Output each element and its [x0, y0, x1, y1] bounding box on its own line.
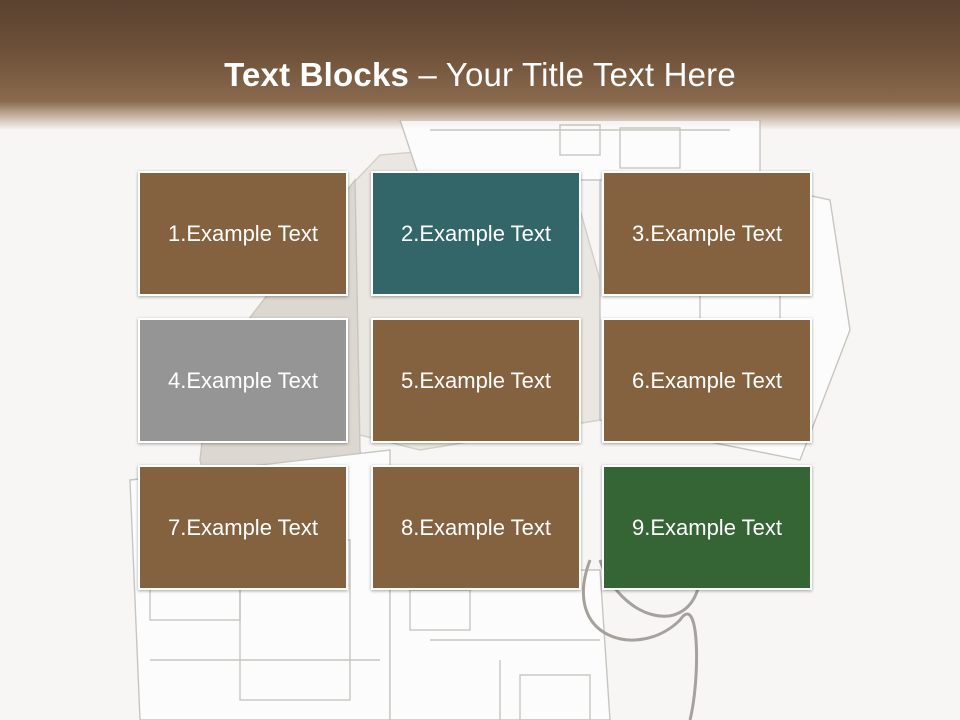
title-rest: Your Title Text Here — [445, 56, 736, 93]
text-block-label: 5.Example Text — [400, 367, 551, 393]
text-block-8[interactable]: 8.Example Text — [371, 465, 581, 590]
title-bold: Text Blocks — [224, 56, 410, 93]
text-block-9[interactable]: 9.Example Text — [602, 465, 812, 590]
text-block-label: 3.Example Text — [631, 220, 782, 246]
text-block-3[interactable]: 3.Example Text — [602, 171, 812, 296]
title-bar — [0, 0, 960, 130]
slide-title[interactable]: Text Blocks – Your Title Text Here — [0, 56, 960, 94]
text-block-5[interactable]: 5.Example Text — [371, 318, 581, 443]
text-block-grid: 1.Example Text 2.Example Text 3.Example … — [138, 171, 814, 594]
text-block-label: 7.Example Text — [167, 514, 318, 540]
text-block-label: 4.Example Text — [167, 367, 318, 393]
text-block-6[interactable]: 6.Example Text — [602, 318, 812, 443]
text-block-label: 9.Example Text — [631, 514, 782, 540]
text-block-label: 1.Example Text — [167, 220, 318, 246]
text-block-label: 6.Example Text — [631, 367, 782, 393]
text-block-1[interactable]: 1.Example Text — [138, 171, 348, 296]
text-block-label: 2.Example Text — [400, 220, 551, 246]
text-block-label: 8.Example Text — [400, 514, 551, 540]
title-dash: – — [409, 56, 446, 93]
text-block-2[interactable]: 2.Example Text — [371, 171, 581, 296]
text-block-7[interactable]: 7.Example Text — [138, 465, 348, 590]
text-block-4[interactable]: 4.Example Text — [138, 318, 348, 443]
